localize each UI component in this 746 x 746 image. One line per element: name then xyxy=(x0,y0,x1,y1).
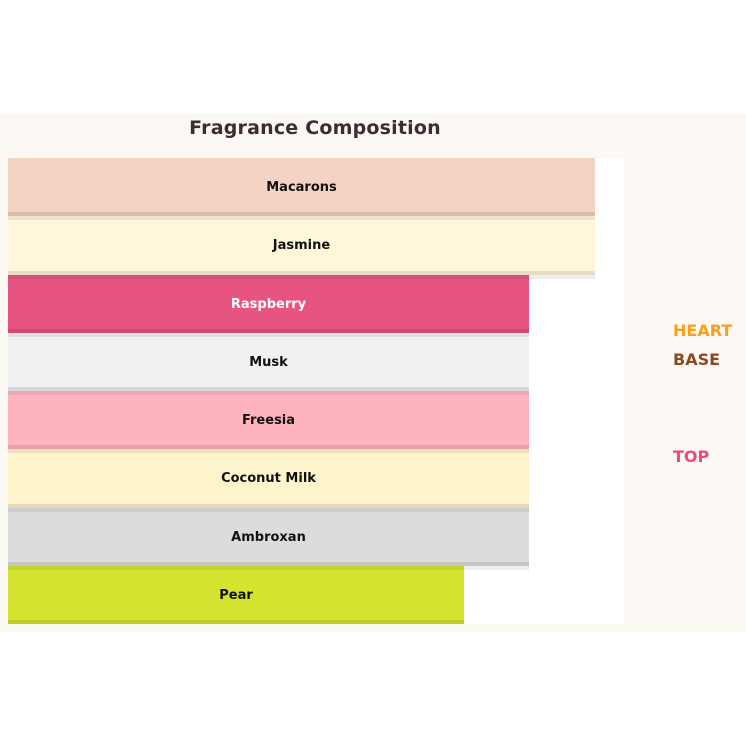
bar-coconut-milk: Coconut Milk xyxy=(8,449,529,512)
bar-ambroxan: Ambroxan xyxy=(8,508,529,570)
layer-label-top: TOP xyxy=(673,447,710,466)
bar-label: Coconut Milk xyxy=(221,471,316,486)
bar-shadow xyxy=(8,216,595,220)
bar-shadow xyxy=(8,566,529,570)
bar-label: Pear xyxy=(219,587,253,603)
bar-label: Ambroxan xyxy=(231,529,306,545)
bar-edge xyxy=(8,271,595,275)
bar-jasmine: Jasmine xyxy=(8,216,595,279)
bar-edge xyxy=(8,620,464,624)
bar-freesia: Freesia xyxy=(8,391,529,453)
bar-raspberry: Raspberry xyxy=(8,275,529,337)
bar-shadow xyxy=(8,449,529,453)
bar-edge xyxy=(8,387,529,391)
bar-edge xyxy=(8,212,595,216)
bar-shadow xyxy=(8,508,529,512)
bar-label: Macarons xyxy=(266,179,337,195)
bar-shadow xyxy=(8,333,529,337)
bar-pear: Pear xyxy=(8,566,464,624)
bar-macarons: Macarons xyxy=(8,158,595,220)
bar-shadow xyxy=(8,391,529,395)
bar-label: Raspberry xyxy=(230,296,307,312)
bar-edge xyxy=(8,329,529,333)
bar-musk: Musk xyxy=(8,333,529,395)
bar-label: Jasmine xyxy=(272,238,331,253)
bar-label: Musk xyxy=(249,354,288,370)
bar-edge xyxy=(8,445,529,449)
chart-title: Fragrance Composition xyxy=(189,117,441,139)
layer-label-heart: HEART xyxy=(673,321,733,340)
bar-edge xyxy=(8,504,529,508)
layer-label-base: BASE xyxy=(673,350,721,369)
bar-edge xyxy=(8,562,529,566)
bar-label: Freesia xyxy=(241,412,296,428)
bar-shadow xyxy=(8,275,595,279)
